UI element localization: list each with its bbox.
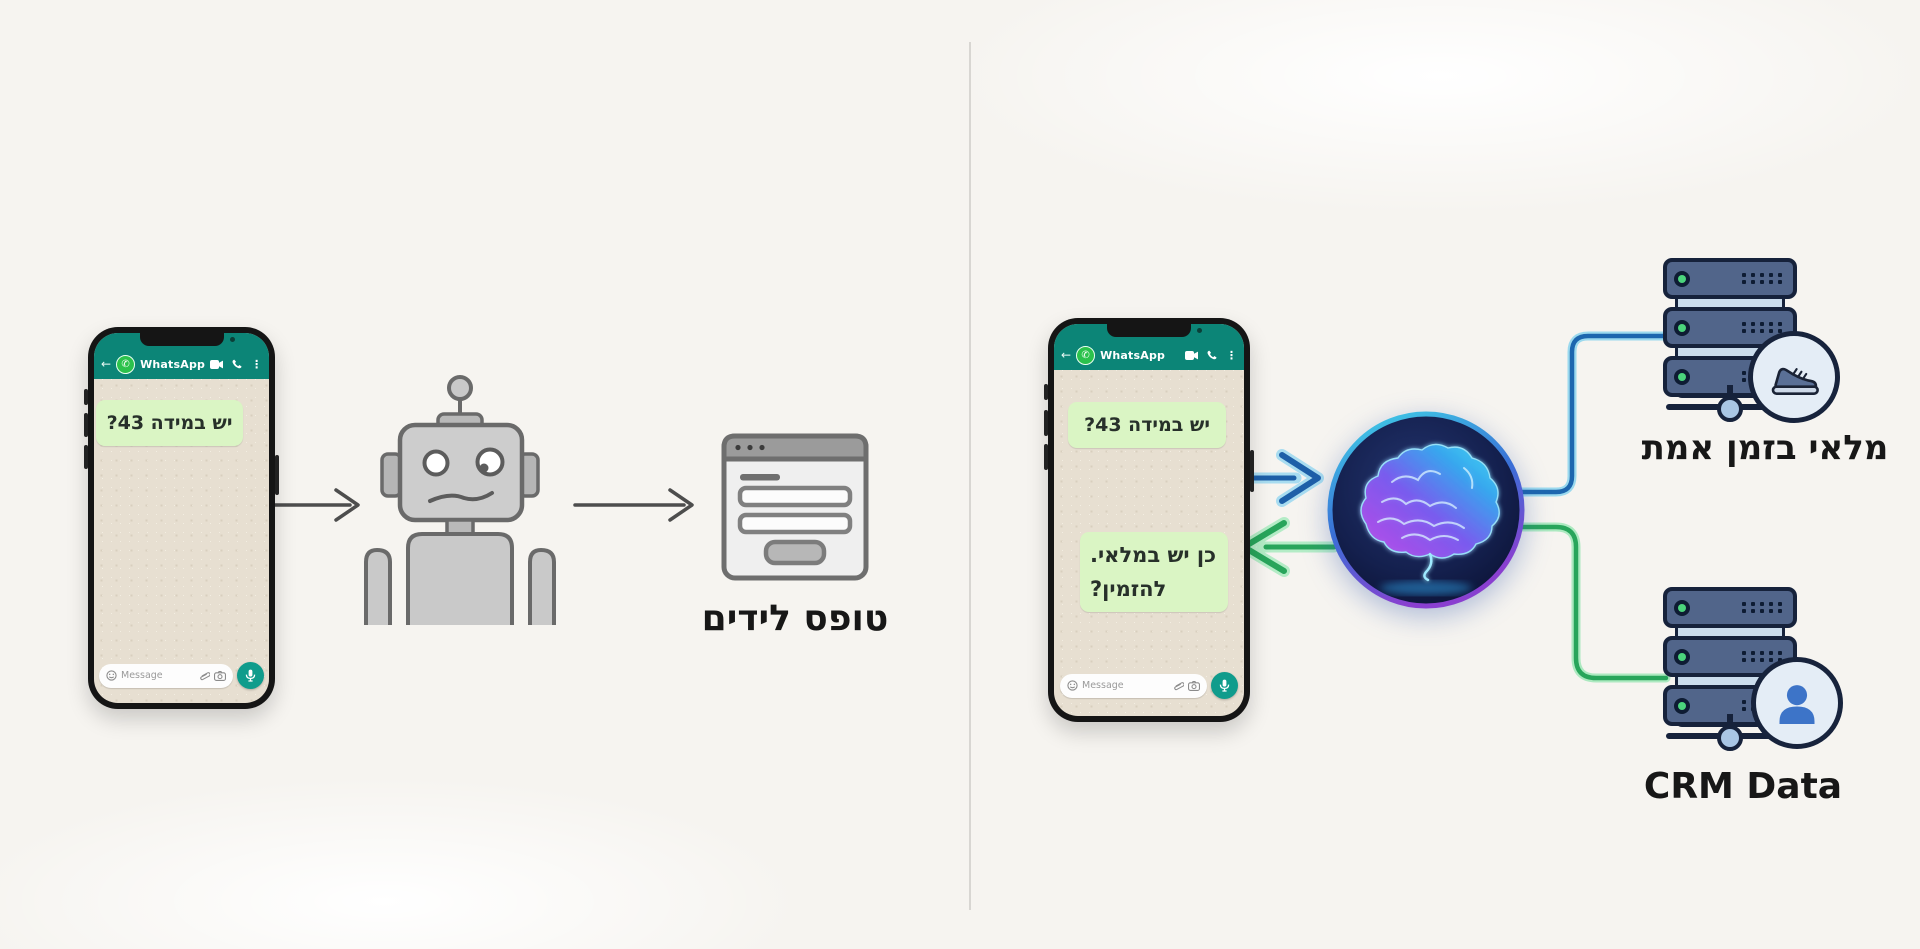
- ai-brain-icon: [1322, 406, 1530, 618]
- led-indicator-icon: [1674, 270, 1690, 287]
- message-input-bar: Message: [1060, 672, 1238, 699]
- message-placeholder: Message: [121, 670, 163, 681]
- network-node: [1717, 725, 1743, 751]
- attach-icon: [1174, 681, 1184, 690]
- message-input-bar: Message: [99, 662, 264, 689]
- ai-reply-line1: כן יש במלאי.: [1090, 543, 1216, 567]
- mic-icon: [1219, 679, 1230, 692]
- crm-label: CRM Data: [1643, 766, 1843, 807]
- led-indicator-icon: [1674, 648, 1690, 665]
- message-input: Message: [1060, 673, 1207, 698]
- whatsapp-logo-icon: ✆: [116, 354, 136, 374]
- phone-notch: [139, 333, 224, 346]
- chatbot-robot-icon: [360, 370, 560, 631]
- led-indicator-icon: [1674, 368, 1690, 385]
- phone-volume-button: [1044, 444, 1048, 470]
- phone-notch: [1107, 324, 1191, 337]
- video-call-icon: [210, 359, 224, 369]
- menu-dots-icon: ⋮: [1226, 348, 1237, 362]
- ai-reply-bubble: כן יש במלאי. להזמין?: [1080, 532, 1228, 612]
- customer-message-bubble: יש במידה 43?: [96, 400, 243, 446]
- crm-server-icon: [1663, 587, 1843, 759]
- phone-volume-button: [84, 389, 88, 405]
- back-arrow-icon: ←: [1061, 348, 1072, 362]
- phone-power-button: [275, 455, 279, 495]
- led-indicator-icon: [1674, 599, 1690, 616]
- server-unit: [1663, 258, 1797, 299]
- whatsapp-chat-screen: ← ✆ WhatsApp ⋮ יש במידה 43? כן יש במלאי.…: [1054, 324, 1244, 716]
- menu-dots-icon: ⋮: [251, 357, 263, 371]
- arrow-phone-to-robot: [266, 488, 360, 522]
- chat-title: WhatsApp: [140, 357, 206, 371]
- person-badge-icon: [1751, 657, 1843, 749]
- phone-volume-button: [84, 413, 88, 437]
- arrow-robot-to-form: [573, 488, 694, 522]
- right-whatsapp-phone: ← ✆ WhatsApp ⋮ יש במידה 43? כן יש במלאי.…: [1044, 318, 1254, 722]
- camera-icon: [1188, 680, 1200, 691]
- chat-title: WhatsApp: [1100, 348, 1166, 362]
- server-unit: [1663, 587, 1797, 628]
- arrow-brain-to-phone: [1238, 517, 1340, 577]
- whatsapp-chat-screen: ← ✆ WhatsApp ⋮ יש במידה 43? Message: [94, 333, 269, 703]
- left-whatsapp-phone: ← ✆ WhatsApp ⋮ יש במידה 43? Message: [84, 327, 279, 709]
- phone-power-button: [1250, 450, 1254, 492]
- phone-volume-button: [1044, 384, 1048, 400]
- panel-divider: [969, 42, 971, 910]
- mic-icon: [245, 669, 256, 682]
- back-arrow-icon: ←: [101, 357, 112, 371]
- camera-icon: [214, 670, 226, 681]
- inventory-server-icon: [1663, 258, 1840, 430]
- vent-dots: [1742, 322, 1784, 333]
- network-stem: [1727, 385, 1733, 405]
- led-indicator-icon: [1674, 319, 1690, 336]
- video-call-icon: [1185, 350, 1198, 360]
- phone-volume-button: [1044, 410, 1048, 436]
- led-indicator-icon: [1674, 697, 1690, 714]
- network-node: [1717, 396, 1743, 422]
- message-input: Message: [99, 663, 233, 688]
- attach-icon: [200, 671, 210, 680]
- inventory-label: מלאי בזמן אמת: [1641, 428, 1889, 468]
- emoji-icon: [1067, 680, 1078, 691]
- ai-reply-line2: להזמין?: [1090, 577, 1167, 601]
- shoe-badge-icon: [1748, 331, 1840, 423]
- phone-camera-dot: [1197, 328, 1202, 333]
- lead-form-label: טופס לידים: [701, 598, 889, 639]
- mic-button: [1211, 672, 1238, 699]
- phone-volume-button: [84, 445, 88, 469]
- mic-button: [237, 662, 264, 689]
- vent-dots: [1742, 602, 1784, 613]
- customer-message-bubble: יש במידה 43?: [1068, 402, 1226, 448]
- network-stem: [1727, 714, 1733, 734]
- voice-call-icon: [1207, 350, 1217, 360]
- vent-dots: [1742, 273, 1784, 284]
- phone-camera-dot: [229, 337, 235, 342]
- lead-form-icon: [720, 432, 870, 586]
- message-placeholder: Message: [1082, 680, 1124, 691]
- emoji-icon: [106, 670, 117, 681]
- voice-call-icon: [232, 359, 242, 369]
- whatsapp-logo-icon: ✆: [1076, 345, 1096, 365]
